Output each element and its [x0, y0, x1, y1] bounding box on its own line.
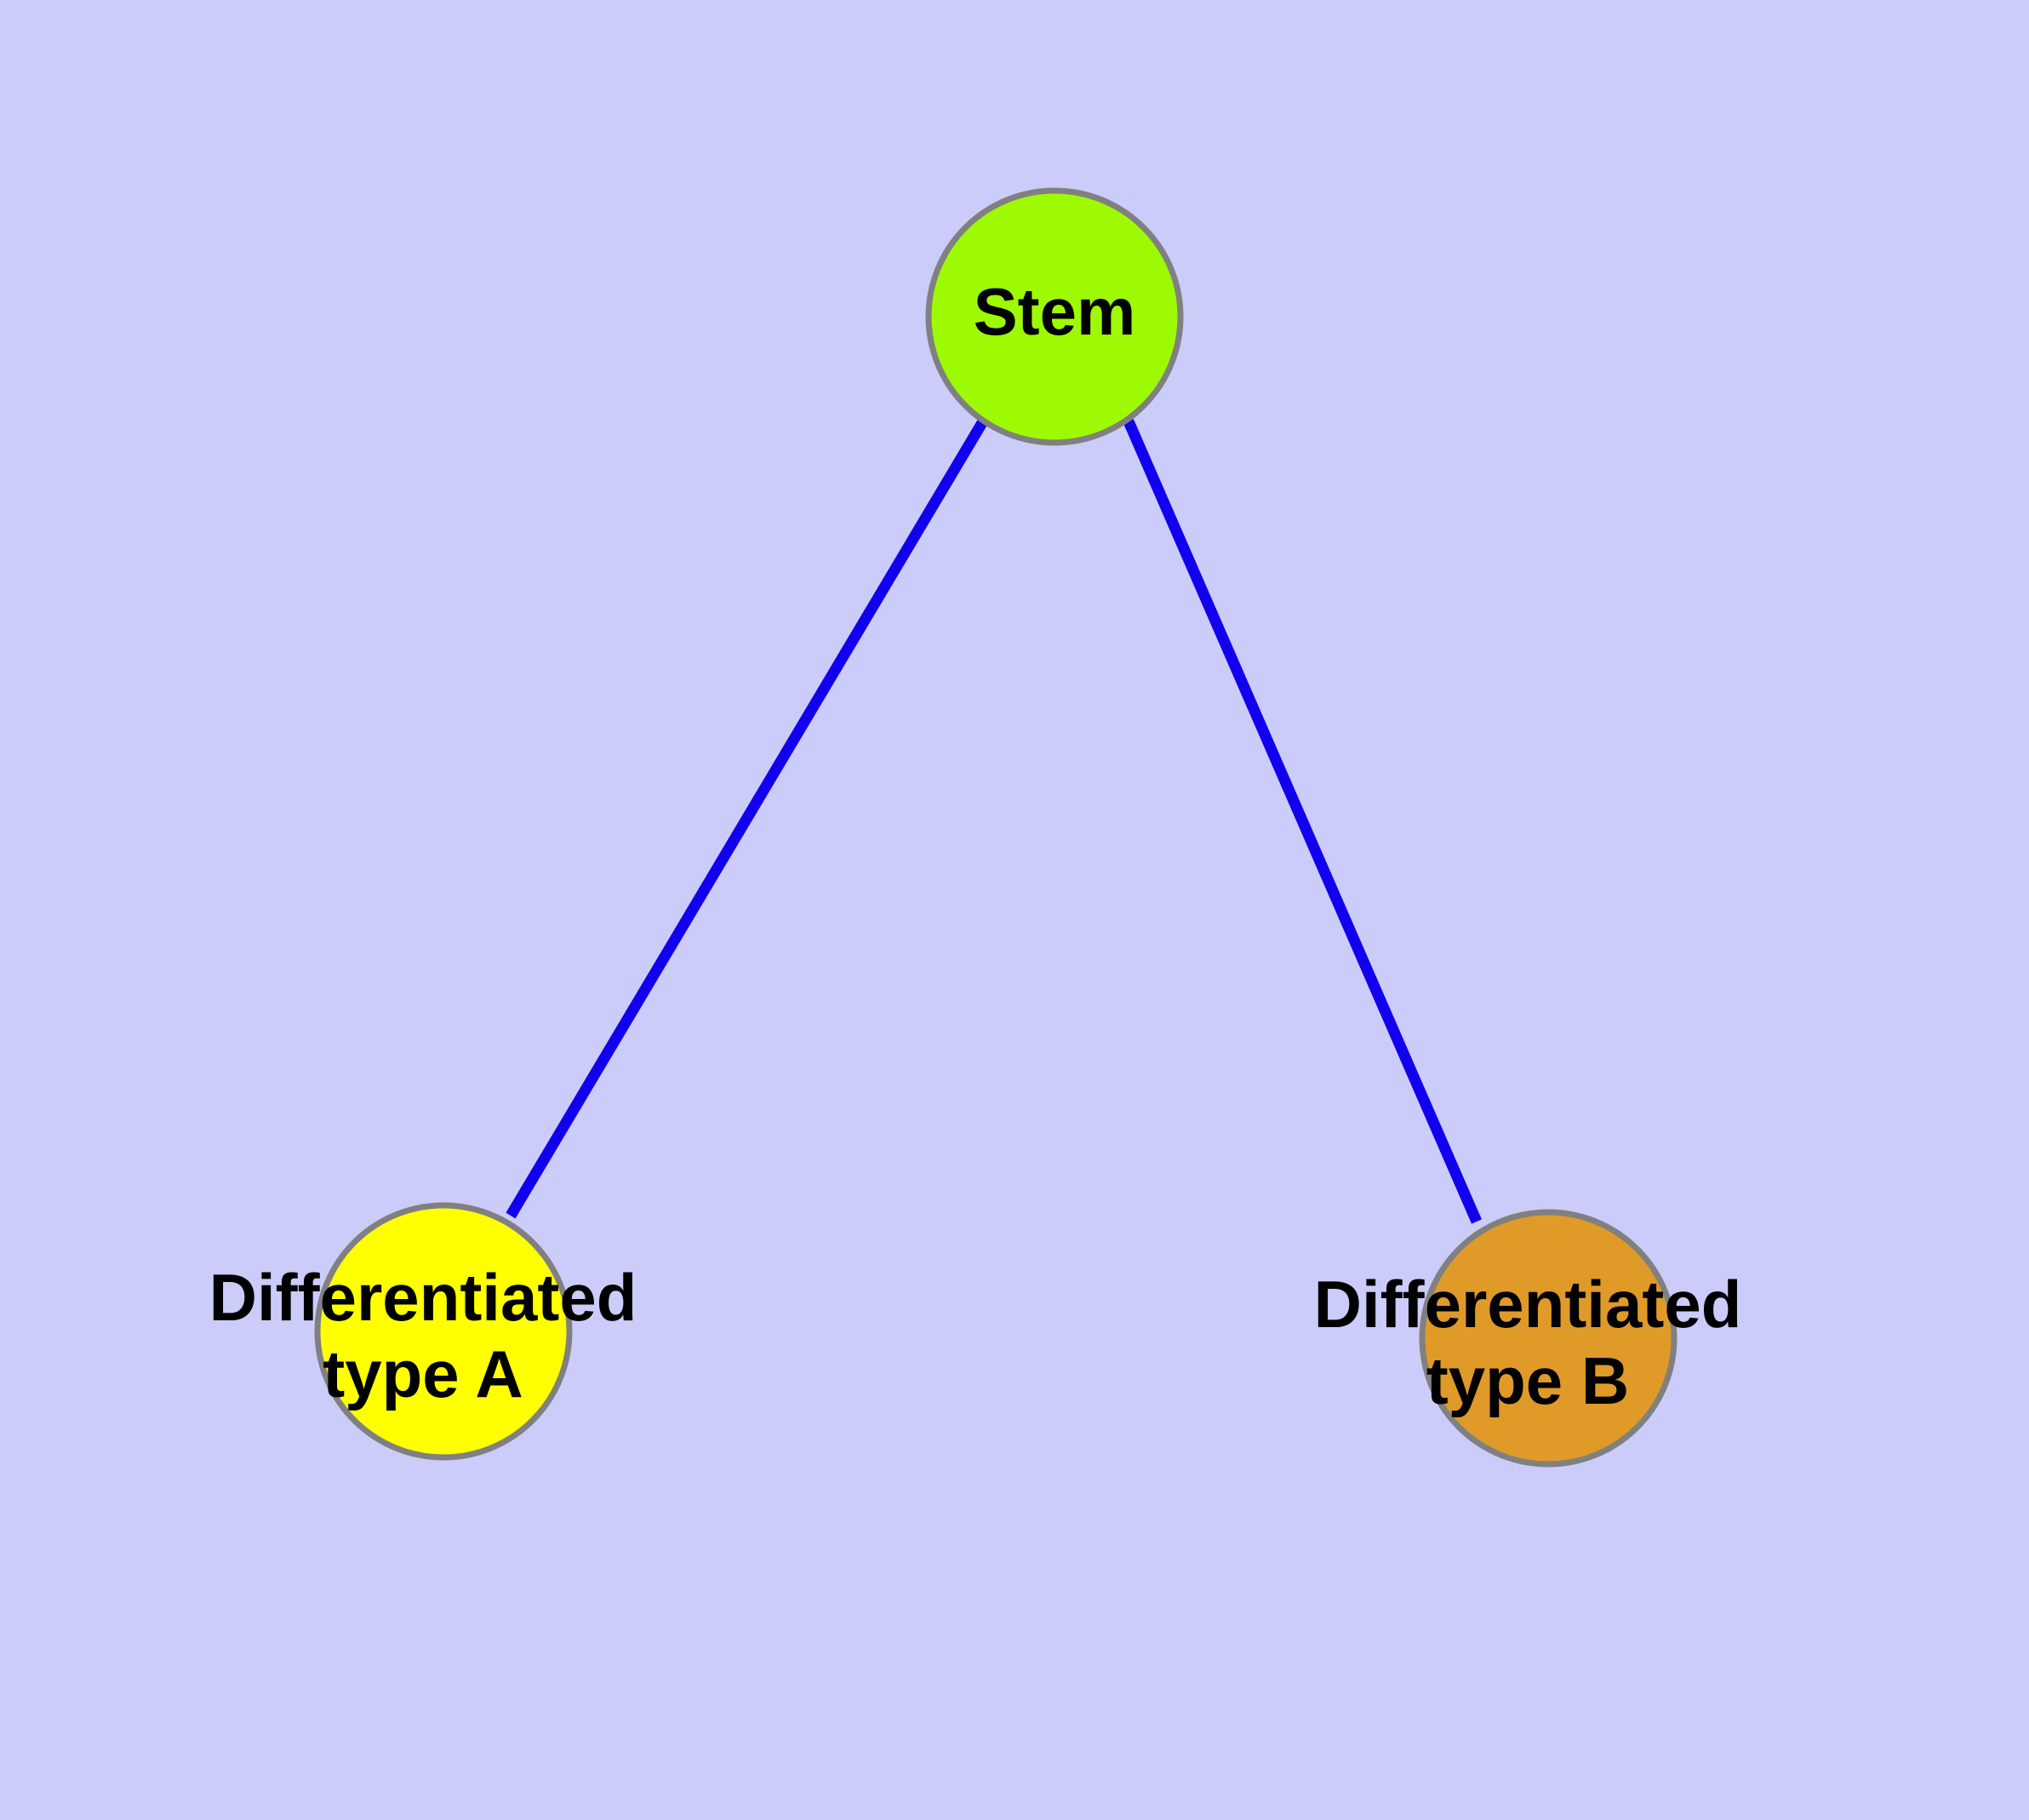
node-label-line: type B: [1426, 1343, 1629, 1418]
node-label-line: Differentiated: [209, 1260, 637, 1335]
graph-edge[interactable]: [1123, 419, 1482, 1224]
graph-edge[interactable]: [506, 418, 988, 1219]
nodes-layer: [314, 187, 1677, 1468]
graph-node-diff-b[interactable]: [1419, 1209, 1677, 1468]
node-label-stem: Stem: [974, 274, 1136, 349]
edges-layer: [506, 418, 1482, 1224]
node-label-line: Stem: [974, 274, 1136, 349]
node-label-line: type A: [323, 1336, 523, 1411]
graph-node-diff-a[interactable]: [314, 1202, 573, 1461]
node-label-line: Differentiated: [1314, 1267, 1742, 1342]
graph-node-stem[interactable]: [925, 187, 1184, 446]
